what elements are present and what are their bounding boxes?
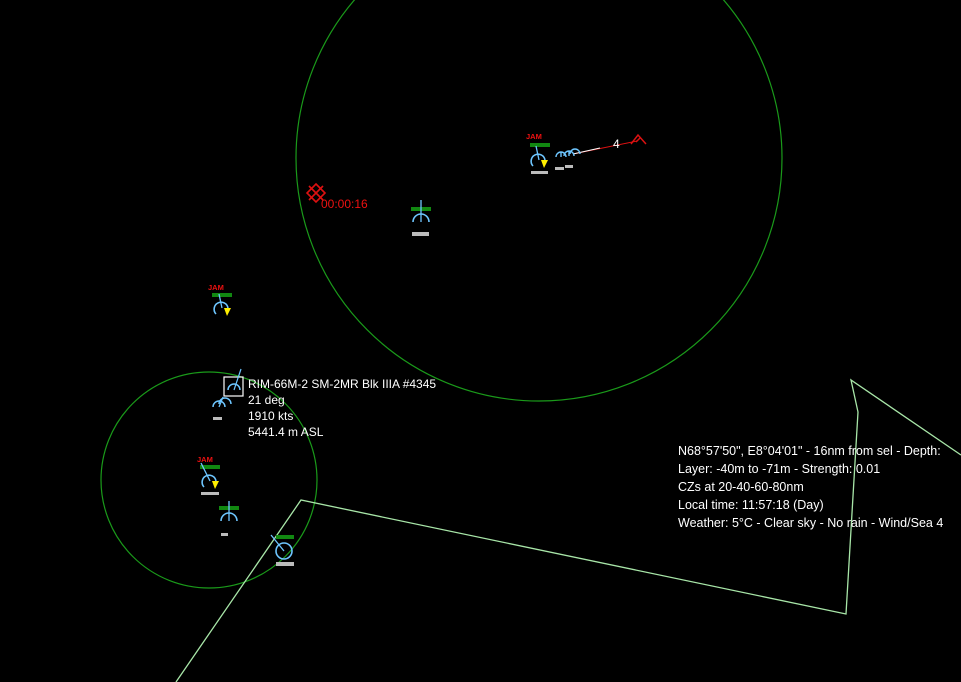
jam-label: JAM <box>526 132 542 141</box>
surface-unit-icon[interactable] <box>530 143 550 174</box>
warning-cross-icon[interactable] <box>305 182 327 204</box>
missile-track-line <box>572 147 601 155</box>
track-count: 4 <box>613 137 620 151</box>
hostile-aircraft-icon[interactable] <box>630 133 647 145</box>
cursor-info-panel: N68°57'50", E8°04'01" - 16nm from sel - … <box>678 442 943 532</box>
missile-icon[interactable] <box>555 148 581 158</box>
unit-status-bar <box>555 167 564 170</box>
missile-icon[interactable] <box>212 396 232 420</box>
weapon-label: RIM-66M-2 SM-2MR Blk IIIA #4345 21 deg 1… <box>248 376 436 440</box>
weapon-heading: 21 deg <box>248 393 285 407</box>
unit-status-bar <box>565 165 573 168</box>
surface-unit-icon[interactable] <box>200 462 220 495</box>
cursor-weather: Weather: 5°C - Clear sky - No rain - Win… <box>678 516 944 530</box>
jam-label: JAM <box>197 455 213 464</box>
jam-label: JAM <box>208 283 224 292</box>
weapon-speed: 1910 kts <box>248 409 294 423</box>
weapon-name: RIM-66M-2 SM-2MR Blk IIIA #4345 <box>248 377 437 391</box>
surface-unit-icon[interactable] <box>212 293 232 316</box>
cursor-czs: CZs at 20-40-60-80nm <box>678 480 804 494</box>
hostile-timer: 00:00:16 <box>321 197 368 211</box>
cursor-local-time: Local time: 11:57:18 (Day) <box>678 498 824 512</box>
cursor-coordinates: N68°57'50", E8°04'01" - 16nm from sel - … <box>678 444 941 458</box>
surface-unit-icon[interactable] <box>411 200 431 236</box>
weapon-altitude: 5441.4 m ASL <box>248 425 324 439</box>
zone-boundary[interactable] <box>175 378 961 682</box>
surface-unit-icon[interactable] <box>219 501 239 536</box>
selected-missile-icon[interactable] <box>223 368 244 397</box>
surface-unit-icon[interactable] <box>270 534 294 566</box>
range-ring-small <box>100 371 318 589</box>
cursor-layer: Layer: -40m to -71m - Strength: 0.01 <box>678 462 881 476</box>
range-ring-large <box>295 0 783 402</box>
